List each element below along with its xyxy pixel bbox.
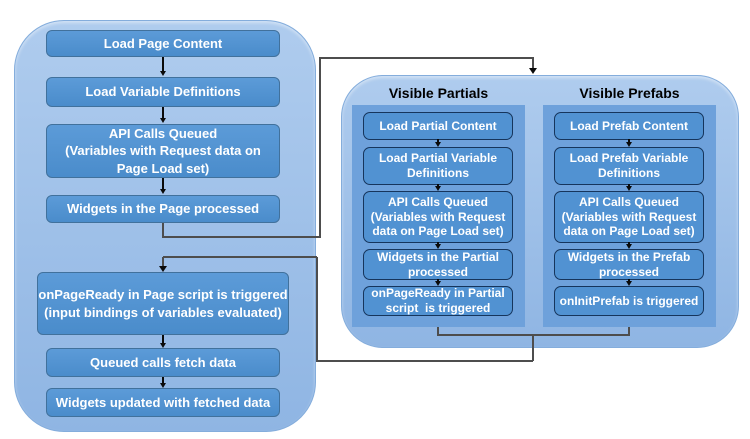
step-api-calls-queued-partial: API Calls Queued (Variables with Request…	[363, 191, 513, 243]
flow-arrow-icon	[159, 57, 167, 76]
connector-arrowhead-icon	[159, 266, 167, 272]
step-api-calls-queued-page: API Calls Queued (Variables with Request…	[46, 124, 280, 178]
connector-page-to-right-segment	[162, 236, 320, 238]
flow-arrow-icon	[159, 178, 167, 194]
step-widgets-in-partial-processed: Widgets in the Partial processed	[363, 249, 513, 280]
connector-right-to-page-segment	[163, 256, 317, 258]
step-oninitprefab-triggered: onInitPrefab is triggered	[554, 286, 704, 316]
connector-page-to-right-segment	[319, 57, 321, 238]
connector-right-to-page-segment	[437, 327, 439, 335]
connector-page-to-right-segment	[532, 57, 534, 69]
step-onpageready-partial-script: onPageReady in Partial script is trigger…	[363, 286, 513, 316]
step-api-calls-queued-prefab: API Calls Queued (Variables with Request…	[554, 191, 704, 243]
flow-arrow-icon	[625, 139, 633, 147]
flow-arrow-icon	[434, 184, 442, 191]
connector-right-to-page-segment	[628, 327, 630, 335]
flow-arrow-icon	[625, 184, 633, 191]
step-load-partial-content: Load Partial Content	[363, 112, 513, 140]
flow-arrow-icon	[434, 242, 442, 249]
flow-arrow-icon	[159, 377, 167, 388]
connector-right-to-page-segment	[316, 360, 533, 362]
step-load-prefab-variable-definitions: Load Prefab Variable Definitions	[554, 147, 704, 185]
step-load-page-content: Load Page Content	[46, 30, 280, 57]
connector-arrowhead-icon	[529, 68, 537, 74]
step-load-prefab-content: Load Prefab Content	[554, 112, 704, 140]
flow-arrow-icon	[625, 242, 633, 249]
flow-arrow-icon	[434, 279, 442, 286]
flow-arrow-icon	[434, 139, 442, 147]
flow-arrow-icon	[625, 279, 633, 286]
visible-partials-header: Visible Partials	[388, 85, 489, 101]
flow-arrow-icon	[159, 335, 167, 348]
connector-right-to-page-segment	[162, 257, 164, 267]
step-queued-calls-fetch-data: Queued calls fetch data	[46, 348, 280, 377]
connector-page-to-right-segment	[319, 57, 533, 59]
step-onpageready-page-script: onPageReady in Page script is triggered …	[37, 272, 289, 335]
step-widgets-in-page-processed: Widgets in the Page processed	[46, 195, 280, 223]
connector-right-to-page-segment	[316, 257, 318, 362]
step-widgets-updated-fetched-data: Widgets updated with fetched data	[46, 388, 280, 417]
step-load-variable-definitions: Load Variable Definitions	[46, 77, 280, 107]
visible-prefabs-header: Visible Prefabs	[579, 85, 680, 101]
step-widgets-in-prefab-processed: Widgets in the Prefab processed	[554, 249, 704, 280]
step-load-partial-variable-definitions: Load Partial Variable Definitions	[363, 147, 513, 185]
connector-right-to-page-segment	[437, 334, 630, 336]
flow-arrow-icon	[159, 107, 167, 123]
connector-page-to-right-segment	[162, 223, 164, 237]
connector-right-to-page-segment	[532, 334, 534, 361]
